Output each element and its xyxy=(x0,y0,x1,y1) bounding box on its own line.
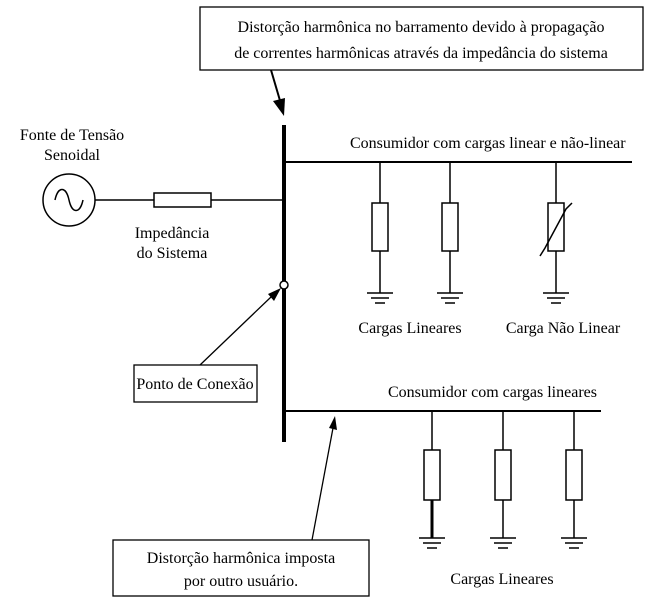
resistor-icon xyxy=(371,202,389,252)
ground-icon xyxy=(561,537,587,549)
connection-label-box xyxy=(133,364,258,403)
top-note-arrow xyxy=(270,69,282,105)
linear-load-2b xyxy=(490,411,516,549)
connection-label: Ponto de Conexão xyxy=(136,376,253,393)
impedance-label-line2: do Sistema xyxy=(137,245,208,262)
top-note-line2: de correntes harmônicas através da imped… xyxy=(234,45,608,62)
bottom-note-arrowhead xyxy=(329,416,337,430)
nonlinear-load xyxy=(539,162,573,304)
bottom-note-line1: Distorção harmônica imposta xyxy=(147,550,335,567)
nonlinear-load-label: Carga Não Linear xyxy=(506,320,621,337)
consumer1-label: Consumidor com cargas linear e não-linea… xyxy=(350,135,626,152)
linear-loads-label-2: Cargas Lineares xyxy=(450,571,553,588)
source-label-line1: Fonte de Tensão xyxy=(20,127,124,144)
ground-icon xyxy=(543,292,569,304)
resistor-icon xyxy=(423,449,441,501)
bottom-note-box xyxy=(112,539,370,597)
top-note-arrowhead xyxy=(273,98,285,116)
bottom-note-line2: por outro usuário. xyxy=(184,573,298,590)
sine-wave-icon xyxy=(54,188,84,212)
ground-icon xyxy=(490,537,516,549)
consumer2-label: Consumidor com cargas lineares xyxy=(388,384,597,401)
system-impedance-icon xyxy=(153,192,212,208)
ground-icon xyxy=(437,292,463,304)
linear-loads-label-1: Cargas Lineares xyxy=(358,320,461,337)
top-note-line1: Distorção harmônica no barramento devido… xyxy=(238,19,605,36)
ground-icon xyxy=(367,292,393,304)
resistor-icon xyxy=(494,449,512,501)
connection-arrow xyxy=(199,296,272,366)
bottom-note-arrow xyxy=(311,427,334,541)
linear-load-2c xyxy=(561,411,587,549)
connection-point xyxy=(279,280,289,290)
top-note-box xyxy=(199,6,644,71)
impedance-label-line1: Impedância xyxy=(135,225,210,242)
connection-arrowhead xyxy=(268,288,281,301)
ground-icon xyxy=(419,537,445,549)
linear-load-1a xyxy=(367,162,393,304)
resistor-icon xyxy=(441,202,459,252)
resistor-icon xyxy=(565,449,583,501)
linear-load-1b xyxy=(437,162,463,304)
source-label-line2: Senoidal xyxy=(44,147,101,164)
varistor-curve xyxy=(539,202,573,257)
linear-load-2a xyxy=(419,411,445,549)
